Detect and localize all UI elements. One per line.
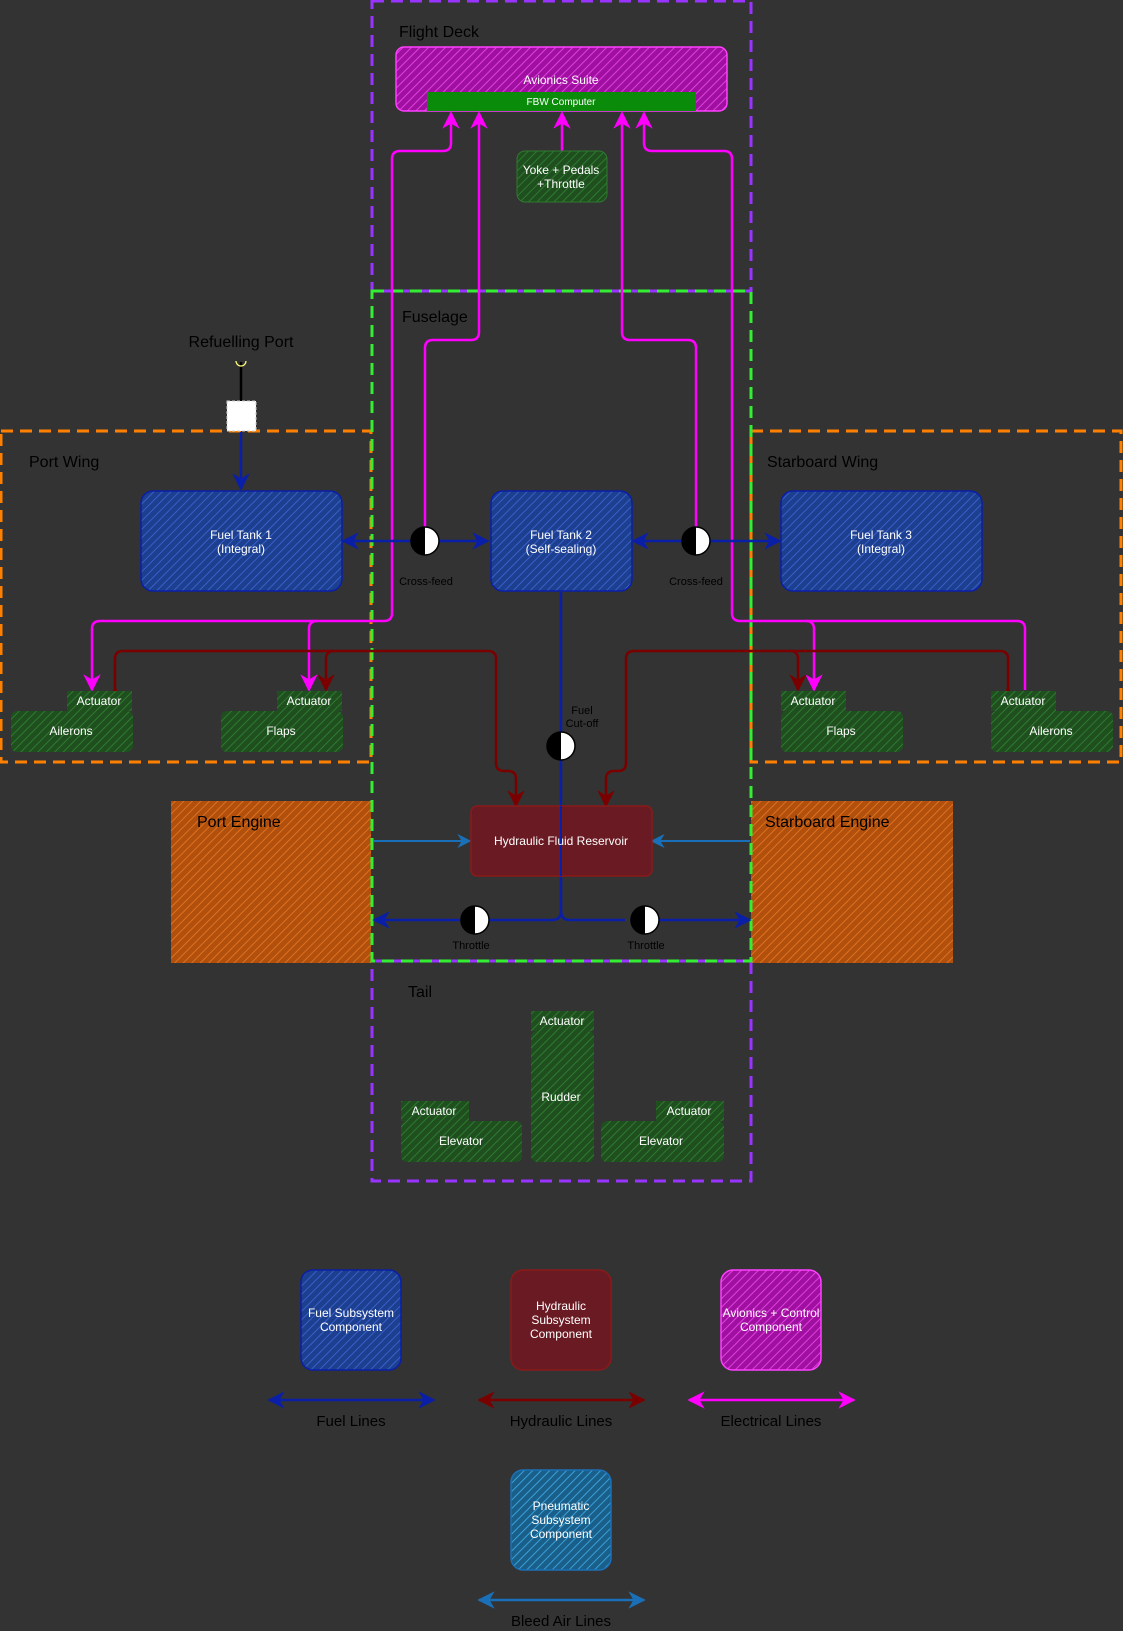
starboard-engine-label: Starboard Engine <box>765 814 890 831</box>
starboard-wing-label: Starboard Wing <box>767 454 878 471</box>
starboard-flaps-label: Flaps <box>826 724 855 738</box>
refuelling-port-cap <box>235 360 247 367</box>
fuel-tank-2-line1: Fuel Tank 2 <box>530 528 592 542</box>
fuel-tank-1[interactable] <box>140 490 343 592</box>
actuator-starboard-flaps[interactable] <box>781 691 846 711</box>
actuator-port-ailerons-label: Actuator <box>77 694 122 708</box>
actuator-starboard-flaps-label: Actuator <box>791 694 836 708</box>
crossfeed-valve-port[interactable] <box>410 526 440 556</box>
legend-avionics-line1: Avionics + Control <box>723 1306 820 1320</box>
legend-fuel-component <box>300 1269 402 1371</box>
fuel-cutoff-label-line1: Fuel <box>571 705 592 717</box>
actuator-port-flaps[interactable] <box>277 691 342 711</box>
rudder-label: Rudder <box>541 1090 580 1104</box>
legend-electrical-lines-label: Electrical Lines <box>721 1413 822 1430</box>
fuel-cutoff-valve[interactable] <box>546 731 576 761</box>
yoke-label-line1: Yoke + Pedals <box>523 163 600 177</box>
fuel-tank-3-line2: (Integral) <box>857 542 905 556</box>
starboard-ailerons-label: Ailerons <box>1029 724 1072 738</box>
tail-label: Tail <box>408 984 432 1001</box>
crossfeed-port-label: Cross-feed <box>399 576 453 588</box>
tail-region <box>370 959 753 1183</box>
refuelling-port-label: Refuelling Port <box>189 334 295 351</box>
hydraulic-lines <box>106 649 1017 808</box>
legend-hydraulic-line3: Component <box>530 1327 593 1341</box>
actuator-port-flaps-label: Actuator <box>287 694 332 708</box>
port-flaps-label: Flaps <box>266 724 295 738</box>
legend: Fuel Subsystem Component Hydraulic Subsy… <box>267 1269 856 1630</box>
fuel-cutoff-label-line2: Cut-off <box>566 718 600 730</box>
starboard-elevator[interactable] <box>601 1121 724 1162</box>
port-ailerons[interactable] <box>11 711 133 752</box>
port-flaps[interactable] <box>221 711 343 752</box>
actuator-port-elevator[interactable] <box>401 1101 469 1121</box>
flight-deck-region <box>370 0 753 293</box>
legend-avionics-component <box>720 1269 822 1371</box>
avionics-suite-label: Avionics Suite <box>523 73 598 87</box>
port-engine-label: Port Engine <box>197 814 281 831</box>
actuator-rudder[interactable] <box>531 1011 594 1031</box>
port-elevator[interactable] <box>401 1121 522 1162</box>
legend-fuel-line2: Component <box>320 1320 383 1334</box>
throttle-port-label: Throttle <box>452 940 489 952</box>
crossfeed-starboard-label: Cross-feed <box>669 576 723 588</box>
legend-hydraulic-component <box>510 1269 612 1371</box>
fuel-tank-2[interactable] <box>490 490 633 592</box>
fuselage-label: Fuselage <box>402 309 468 326</box>
flight-deck-label: Flight Deck <box>399 24 480 41</box>
refuelling-port-box <box>226 400 257 432</box>
actuator-starboard-elevator-label: Actuator <box>667 1104 712 1118</box>
throttle-valve-port[interactable] <box>460 905 490 935</box>
legend-hydraulic-line2: Subsystem <box>531 1313 590 1327</box>
rudder[interactable] <box>531 1031 594 1162</box>
legend-hydraulic-lines-label: Hydraulic Lines <box>510 1413 613 1430</box>
actuator-port-ailerons[interactable] <box>67 691 132 711</box>
fuel-tank-2-line2: (Self-sealing) <box>526 542 597 556</box>
crossfeed-valve-starboard[interactable] <box>681 526 711 556</box>
fuel-tank-3[interactable] <box>780 490 983 592</box>
fuel-tank-1-line2: (Integral) <box>217 542 265 556</box>
legend-bleed-air-lines-label: Bleed Air Lines <box>511 1613 611 1630</box>
actuator-starboard-elevator[interactable] <box>656 1101 724 1121</box>
actuator-port-elevator-label: Actuator <box>412 1104 457 1118</box>
hydraulic-reservoir-label: Hydraulic Fluid Reservoir <box>494 834 628 848</box>
actuator-starboard-ailerons[interactable] <box>991 691 1056 711</box>
legend-pneumatic-line3: Component <box>530 1527 593 1541</box>
legend-fuel-line1: Fuel Subsystem <box>308 1306 394 1320</box>
legend-hydraulic-line1: Hydraulic <box>536 1299 586 1313</box>
legend-avionics-line2: Component <box>740 1320 803 1334</box>
throttle-valve-starboard[interactable] <box>630 905 660 935</box>
yoke-label-line2: +Throttle <box>537 177 585 191</box>
port-elevator-label: Elevator <box>439 1134 483 1148</box>
fuel-tank-1-line1: Fuel Tank 1 <box>210 528 272 542</box>
legend-pneumatic-line1: Pneumatic <box>533 1499 590 1513</box>
starboard-elevator-label: Elevator <box>639 1134 683 1148</box>
fuselage-region <box>370 289 753 963</box>
port-wing-label: Port Wing <box>29 454 99 471</box>
throttle-starboard-label: Throttle <box>627 940 664 952</box>
fbw-computer-label: FBW Computer <box>527 97 597 108</box>
fuel-tank-3-line1: Fuel Tank 3 <box>850 528 912 542</box>
fbw-computer[interactable] <box>427 92 696 111</box>
legend-pneumatic-line2: Subsystem <box>531 1513 590 1527</box>
port-engine-region <box>171 801 371 963</box>
electrical-lines <box>83 111 1027 692</box>
yoke-pedals-throttle[interactable] <box>516 150 608 203</box>
legend-fuel-lines-label: Fuel Lines <box>316 1413 385 1430</box>
starboard-engine-region <box>751 801 953 963</box>
starboard-flaps[interactable] <box>781 711 903 752</box>
port-ailerons-label: Ailerons <box>49 724 92 738</box>
fuel-lines <box>232 432 782 929</box>
starboard-ailerons[interactable] <box>991 711 1113 752</box>
actuator-rudder-label: Actuator <box>540 1014 585 1028</box>
legend-pneumatic-component <box>510 1469 612 1571</box>
actuator-starboard-ailerons-label: Actuator <box>1001 694 1046 708</box>
